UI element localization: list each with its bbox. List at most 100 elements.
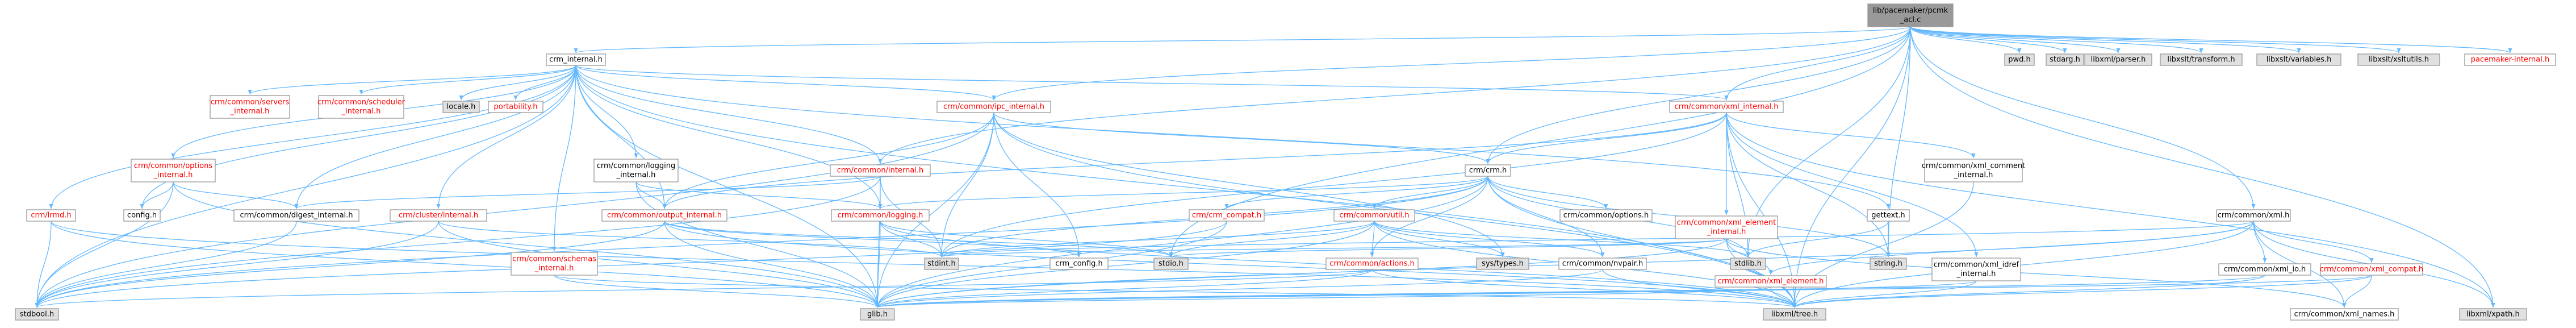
node-string[interactable]: string.h <box>1870 258 1907 270</box>
edge-util_h-to-actions_h <box>1370 221 1375 258</box>
node-box <box>2464 53 2556 66</box>
edge-root-to-libxml_tree <box>1792 26 1911 308</box>
node-xml-names[interactable]: crm/common/xml_names.h <box>2290 308 2399 321</box>
edge-xml_h-to-xml_compat <box>2253 221 2374 263</box>
node-schemas-internal[interactable]: crm/common/schemas_internal.h <box>511 252 598 276</box>
node-scheduler-internal[interactable]: crm/common/scheduler_internal.h <box>317 95 405 119</box>
node-label: _internal.h <box>1954 171 1993 180</box>
node-label: crm/common/xml_io.h <box>2224 265 2306 274</box>
node-pwd[interactable]: pwd.h <box>2004 53 2035 66</box>
edge-layer <box>35 26 2512 308</box>
edge-ipc_internal-to-crm_config <box>993 112 1081 258</box>
node-cluster-internal[interactable]: crm/cluster/internal.h <box>390 209 487 222</box>
node-box <box>546 53 606 66</box>
node-root[interactable]: lib/pacemaker/pcmk_acl.c <box>1867 3 1954 27</box>
edge-util_h-to-stdlib <box>1374 221 1750 258</box>
node-libxslt-transform[interactable]: libxslt/transform.h <box>2160 53 2243 66</box>
node-xml-element[interactable]: crm/common/xml_element.h <box>1714 275 1827 288</box>
node-crm-config[interactable]: crm_config.h <box>1049 258 1109 270</box>
edge-logging_h-to-glib <box>875 221 881 308</box>
node-xml-compat[interactable]: crm/common/xml_compat.h <box>2320 263 2423 276</box>
edge-common_internal-to-stdbool <box>35 176 881 308</box>
edge-xml_internal-to-crm_h <box>1486 112 1727 164</box>
edge-root-to-pwd <box>1910 26 2022 53</box>
node-xml-idref-internal[interactable]: crm/common/xml_idref_internal.h <box>1931 258 2021 281</box>
node-label: stdarg.h <box>2050 56 2080 64</box>
node-util-h[interactable]: crm/common/util.h <box>1333 209 1415 222</box>
node-xml-comment-internal[interactable]: crm/common/xml_comment_internal.h <box>1922 159 2026 182</box>
node-common-internal[interactable]: crm/common/internal.h <box>830 164 931 177</box>
node-xml-internal[interactable]: crm/common/xml_internal.h <box>1669 101 1784 113</box>
node-label: crm/common/ipc_internal.h <box>943 103 1044 111</box>
edge-schemas_internal-to-libxml_tree <box>554 275 1796 308</box>
node-stdbool[interactable]: stdbool.h <box>15 308 59 321</box>
node-label: crm/common/internal.h <box>837 167 924 175</box>
node-digest-internal[interactable]: crm/common/digest_internal.h <box>233 209 359 222</box>
node-gettext[interactable]: gettext.h <box>1867 209 1910 222</box>
edge-logging_internal-to-output_internal <box>635 181 667 209</box>
node-glib[interactable]: glib.h <box>860 308 895 321</box>
edge-xml_element-to-glib <box>876 287 1771 308</box>
node-libxml-parser[interactable]: libxml/parser.h <box>2084 53 2152 66</box>
node-crm-compat[interactable]: crm/crm_compat.h <box>1189 209 1265 222</box>
node-box <box>1333 209 1415 222</box>
node-locale[interactable]: locale.h <box>442 101 480 113</box>
edge-crm_internal-to-config <box>140 65 576 209</box>
node-libxslt-variables[interactable]: libxslt/variables.h <box>2256 53 2341 66</box>
node-label: crm/common/schemas <box>512 255 596 264</box>
node-options-h[interactable]: crm/common/options.h <box>1559 209 1653 222</box>
edge-ipc_internal-to-sys_types <box>993 112 1505 258</box>
node-actions-h[interactable]: crm/common/actions.h <box>1325 258 1419 270</box>
node-stdint[interactable]: stdint.h <box>924 258 959 270</box>
node-label: crm/common/options.h <box>1563 211 1649 220</box>
node-label: libxslt/xsltutils.h <box>2369 56 2429 64</box>
node-lrmd[interactable]: crm/lrmd.h <box>26 209 76 222</box>
edge-logging_h-to-stdint <box>880 221 944 258</box>
node-box <box>2160 53 2243 66</box>
node-box <box>1669 101 1784 113</box>
node-options-internal[interactable]: crm/common/options_internal.h <box>131 159 216 182</box>
node-stdio[interactable]: stdio.h <box>1153 258 1189 270</box>
node-box <box>26 209 76 222</box>
edge-xml_compat-to-libxml_tree <box>1792 275 2372 308</box>
edge-crm_h-to-util_h <box>1372 176 1488 209</box>
node-stdlib[interactable]: stdlib.h <box>1730 258 1766 270</box>
node-box <box>1730 258 1766 270</box>
node-logging-h[interactable]: crm/common/logging.h <box>831 209 930 222</box>
node-crm-internal[interactable]: crm_internal.h <box>546 53 606 66</box>
edge-root-to-xml_h <box>1910 26 2256 209</box>
node-crm-h[interactable]: crm/crm.h <box>1465 164 1511 177</box>
node-box <box>2046 53 2084 66</box>
node-xml-element-internal[interactable]: crm/common/xml_element_internal.h <box>1675 215 1778 239</box>
node-config[interactable]: config.h <box>123 209 161 222</box>
node-libxslt-xsltutils[interactable]: libxslt/xsltutils.h <box>2357 53 2440 66</box>
node-label: crm/common/xml_internal.h <box>1674 103 1778 111</box>
edge-xml_compat-to-xml_names <box>2342 275 2372 308</box>
node-nvpair-h[interactable]: crm/common/nvpair.h <box>1558 258 1647 270</box>
edge-crm_internal-to-lrmd <box>49 65 576 209</box>
node-ipc-internal[interactable]: crm/common/ipc_internal.h <box>936 101 1051 113</box>
node-libxml-xpath[interactable]: libxml/xpath.h <box>2459 308 2527 321</box>
node-xml-h[interactable]: crm/common/xml.h <box>2216 209 2291 222</box>
node-label: locale.h <box>447 103 476 111</box>
edge-root-to-ipc_internal <box>992 26 1911 101</box>
node-servers-internal[interactable]: crm/common/servers_internal.h <box>210 95 290 119</box>
edge-crm_internal-to-logging_internal <box>575 65 638 159</box>
node-label: libxslt/transform.h <box>2167 56 2235 64</box>
node-xml-io[interactable]: crm/common/xml_io.h <box>2218 263 2311 276</box>
node-sys-types[interactable]: sys/types.h <box>1476 258 1529 270</box>
node-pacemaker-internal[interactable]: pacemaker-internal.h <box>2464 53 2556 66</box>
node-stdarg[interactable]: stdarg.h <box>2046 53 2084 66</box>
node-box <box>831 209 930 222</box>
node-box <box>2320 263 2423 276</box>
node-label: crm/common/xml_idref <box>1934 261 2019 269</box>
edge-cluster_internal-to-glib <box>438 221 880 308</box>
node-libxml-tree[interactable]: libxml/tree.h <box>1763 308 1826 321</box>
node-portability[interactable]: portability.h <box>488 101 543 113</box>
node-logging-internal[interactable]: crm/common/logging_internal.h <box>593 159 679 182</box>
node-output-internal[interactable]: crm/common/output_internal.h <box>601 209 727 222</box>
edge-root-to-libxml_parser <box>1910 26 2121 53</box>
node-label: crm/common/xml_names.h <box>2294 310 2395 319</box>
node-label: crm/common/util.h <box>1339 211 1409 220</box>
edge-crm_internal-to-glib <box>575 65 880 308</box>
